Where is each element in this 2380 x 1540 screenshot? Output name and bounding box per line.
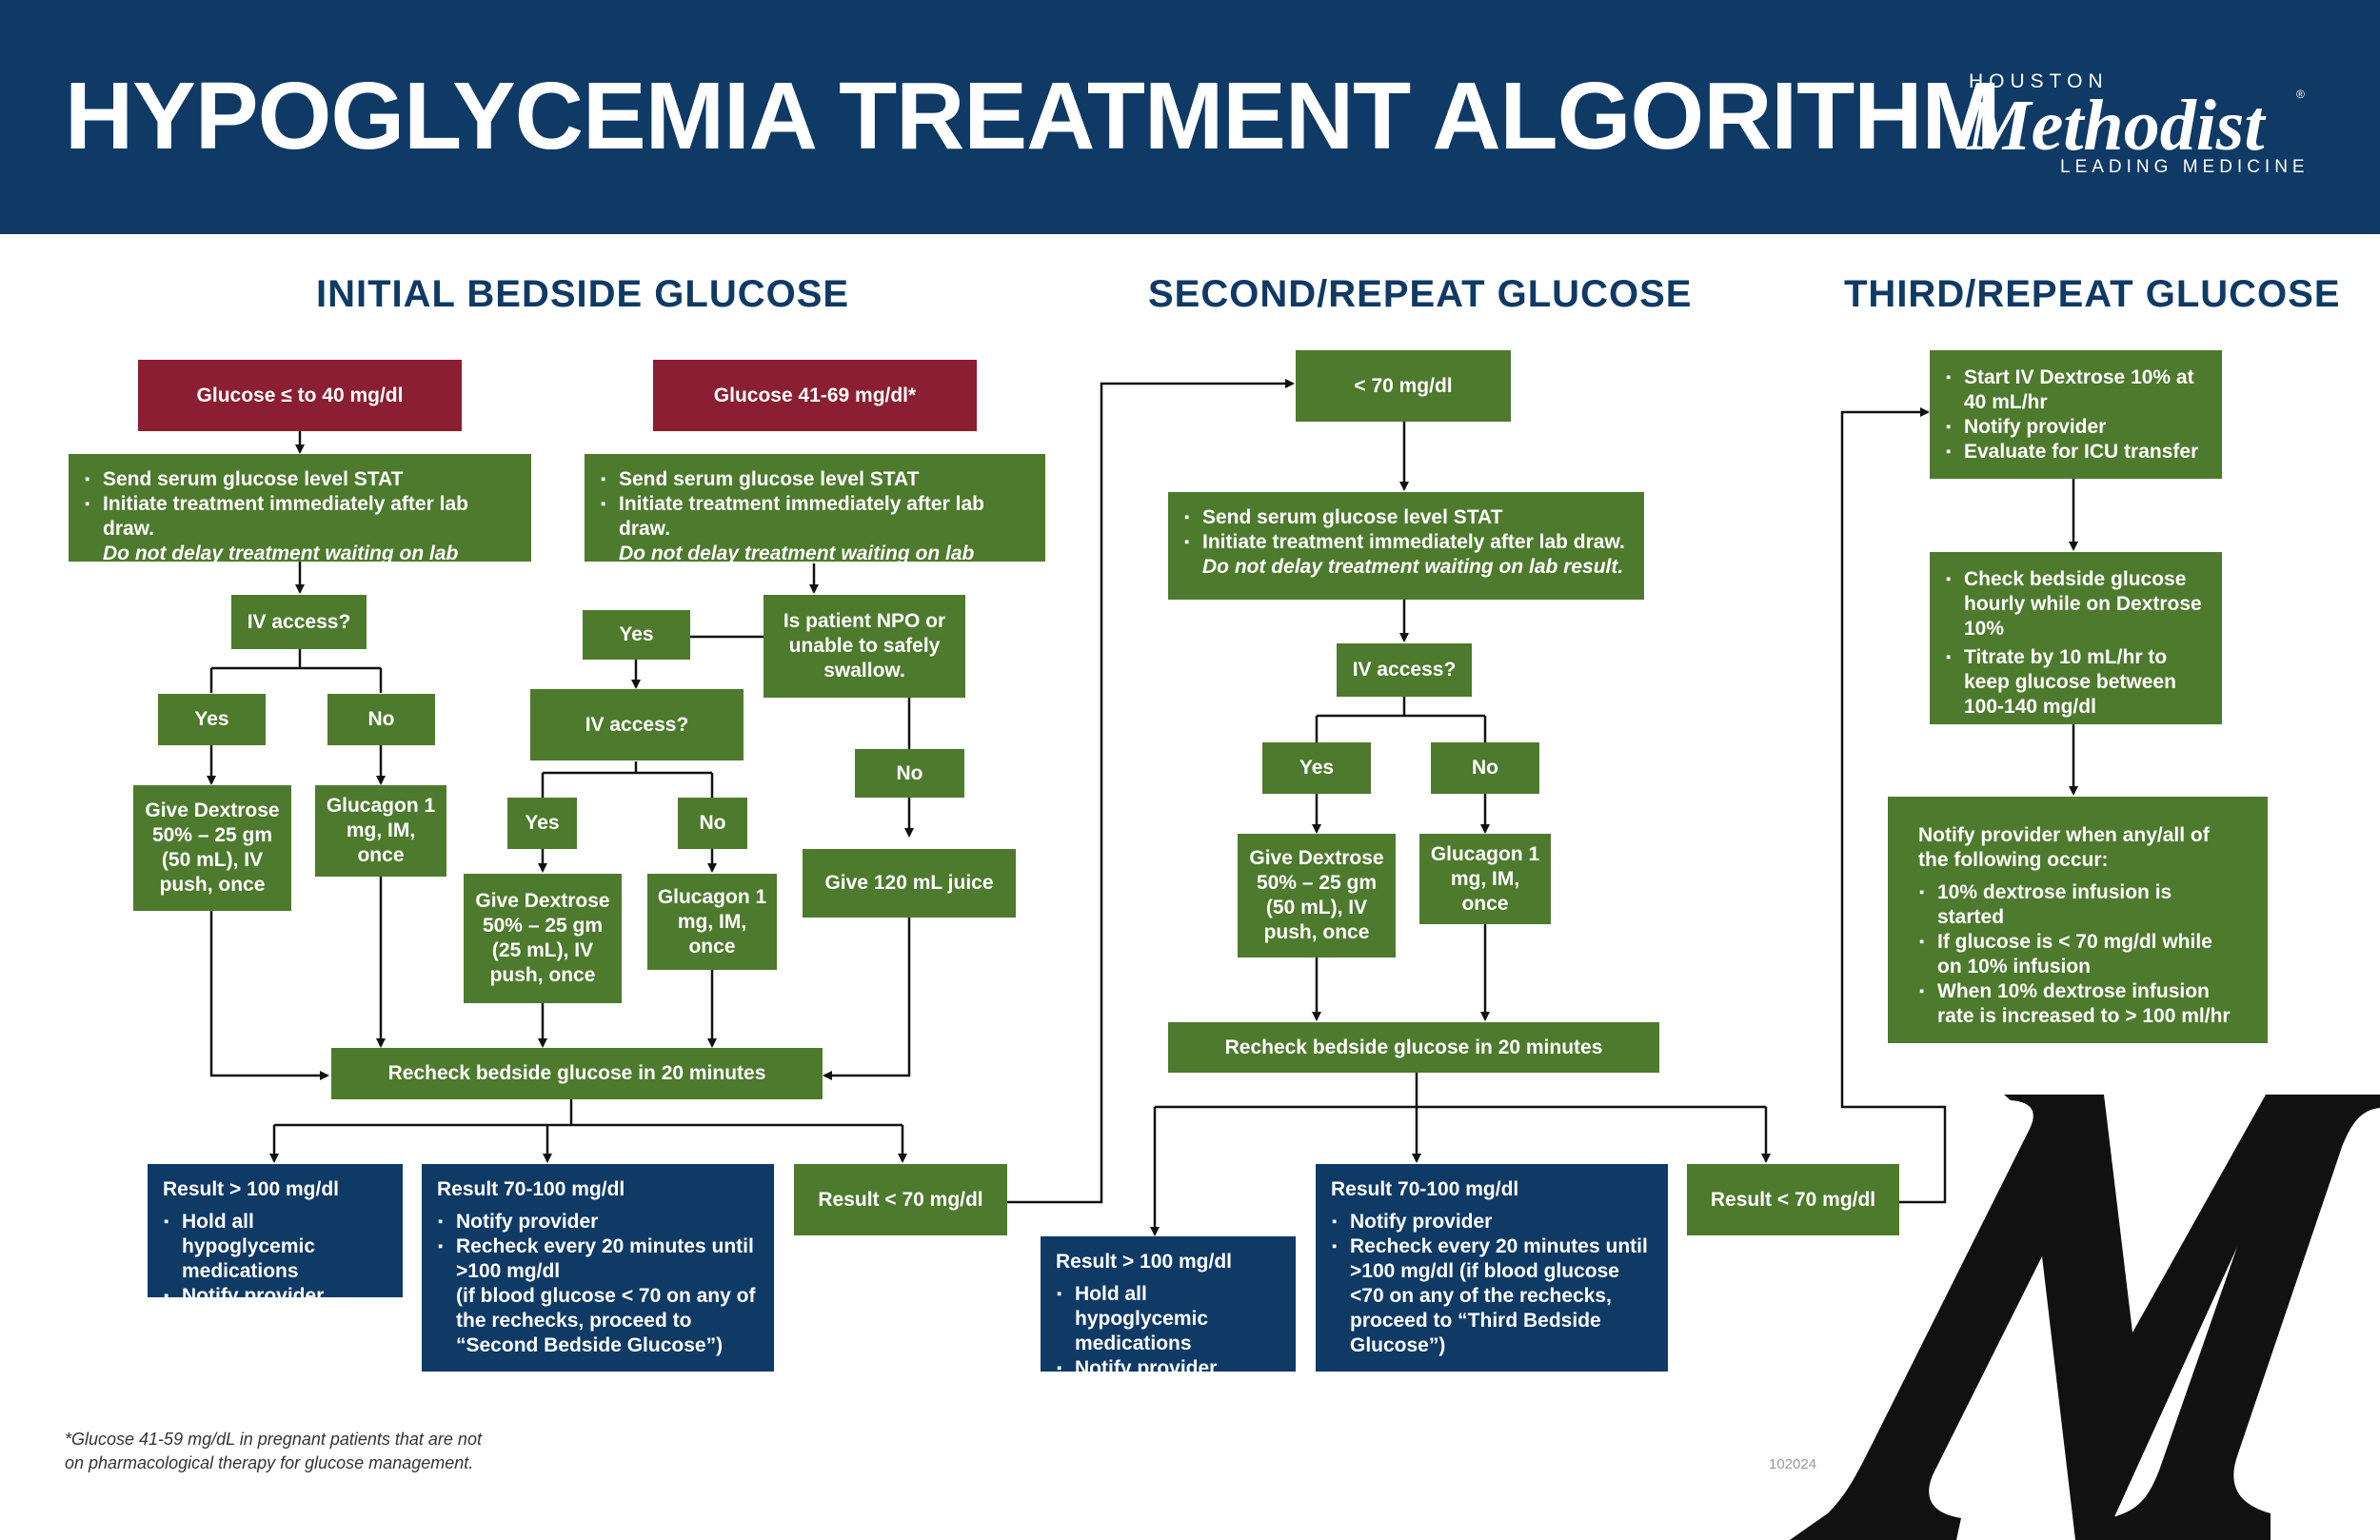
glucagon-box-3: Glucagon 1 mg, IM, once	[1419, 834, 1551, 924]
dextrose-50ml-box: Give Dextrose 50% – 25 gm (50 mL), IV pu…	[133, 785, 291, 911]
header-banner	[0, 0, 2380, 234]
iv-access-question-3: IV access?	[1337, 643, 1472, 697]
connector	[823, 918, 911, 1080]
glucose-40-box: Glucose ≤ to 40 mg/dl	[138, 360, 462, 431]
footnote-line: *Glucose 41-59 mg/dL in pregnant patient…	[65, 1430, 482, 1449]
stat-note: Do not delay treatment waiting on lab re…	[103, 543, 459, 589]
third-item: 10% dextrose infusion is started	[1919, 880, 2239, 930]
stat-lab-box-1: Send serum glucose level STAT Initiate t…	[69, 454, 531, 589]
result-item: Notify provider	[164, 1284, 387, 1309]
result-under-70-box-initial: Result < 70 mg/dl	[794, 1164, 1007, 1235]
glucagon-box-1: Glucagon 1 mg, IM, once	[315, 785, 446, 877]
result-note: (if blood glucose < 70 on any of the rec…	[456, 1285, 756, 1356]
section-title-initial: INITIAL BEDSIDE GLUCOSE	[316, 273, 850, 315]
section-title-third: THIRD/REPEAT GLUCOSE	[1844, 273, 2341, 315]
dextrose-50ml-box-2: Give Dextrose 50% – 25 gm (50 mL), IV pu…	[1238, 834, 1396, 958]
stat-item: Send serum glucose level STAT	[601, 467, 1030, 492]
glucose-41-69-box: Glucose 41-69 mg/dl*	[653, 360, 977, 431]
result-70-100-box-initial: Result 70-100 mg/dl Notify provider Rech…	[422, 1164, 774, 1372]
third-item: Titrate by 10 mL/hr to keep glucose betw…	[1946, 645, 2207, 720]
stat-item: Initiate treatment immediately after lab…	[85, 492, 516, 542]
document-code: 102024	[1769, 1456, 1817, 1472]
footnote-line: on pharmacological therapy for glucose m…	[65, 1453, 474, 1472]
no-label-1: No	[327, 694, 435, 745]
stat-lab-box-2: Send serum glucose level STAT Initiate t…	[585, 454, 1045, 589]
result-heading: Result > 100 mg/dl	[163, 1178, 339, 1200]
yes-label-2: Yes	[507, 798, 577, 849]
logo-houston-text: HOUSTON	[1969, 70, 2109, 92]
third-item: If glucose is < 70 mg/dl while on 10% in…	[1919, 930, 2239, 979]
yes-label-3: Yes	[1262, 742, 1371, 794]
result-over-100-box-second: Result > 100 mg/dl Hold all hypoglycemic…	[1041, 1236, 1296, 1381]
glucagon-box-2: Glucagon 1 mg, IM, once	[647, 874, 777, 970]
recheck-box-initial: Recheck bedside glucose in 20 minutes	[331, 1048, 823, 1099]
result-heading: Result 70-100 mg/dl	[1331, 1178, 1519, 1200]
third-item: Notify provider	[1946, 415, 2207, 440]
third-item: Check bedside glucose hourly while on De…	[1946, 567, 2207, 642]
result-item: Hold all hypoglycemic medications	[1057, 1282, 1280, 1356]
connector	[209, 911, 329, 1080]
stat-item: Initiate treatment immediately after lab…	[601, 492, 1030, 542]
stat-item: Initiate treatment immediately after lab…	[1184, 530, 1629, 555]
iv-access-question-2: IV access?	[530, 689, 744, 760]
stat-note: Do not delay treatment waiting on lab re…	[619, 543, 975, 589]
yes-label-1: Yes	[158, 694, 266, 745]
yes-npo-label: Yes	[583, 610, 690, 660]
stat-item: Send serum glucose level STAT	[85, 467, 516, 492]
start-iv-dextrose-box: Start IV Dextrose 10% at 40 mL/hr Notify…	[1930, 350, 2222, 479]
npo-question: Is patient NPO or unable to safely swall…	[764, 595, 965, 698]
logo-methodist-text: Methodist	[1967, 86, 2265, 166]
stat-note: Do not delay treatment waiting on lab re…	[1202, 556, 1624, 578]
result-heading: Result > 100 mg/dl	[1056, 1251, 1232, 1273]
result-item: Notify provider	[438, 1210, 759, 1234]
iv-access-question-1: IV access?	[231, 595, 367, 649]
third-item: Start IV Dextrose 10% at 40 mL/hr	[1946, 365, 2207, 415]
result-item: Hold all hypoglycemic medications	[164, 1210, 387, 1284]
result-heading: Result 70-100 mg/dl	[437, 1178, 625, 1200]
result-item: Notify provider	[1332, 1210, 1653, 1234]
result-over-100-box-initial: Result > 100 mg/dl Hold all hypoglycemic…	[148, 1164, 403, 1309]
result-item: Recheck every 20 minutes until >100 mg/d…	[1332, 1234, 1653, 1358]
recheck-box-second: Recheck bedside glucose in 20 minutes	[1168, 1022, 1659, 1073]
stat-item: Send serum glucose level STAT	[1184, 505, 1629, 530]
footnote: *Glucose 41-59 mg/dL in pregnant patient…	[65, 1428, 482, 1475]
methodist-m-logo-mark	[1790, 1095, 2380, 1540]
result-item: Notify provider	[1057, 1356, 1280, 1381]
section-title-second: SECOND/REPEAT GLUCOSE	[1148, 273, 1693, 315]
third-item: Evaluate for ICU transfer	[1946, 440, 2207, 464]
no-npo-label: No	[855, 749, 964, 798]
stat-lab-box-3: Send serum glucose level STAT Initiate t…	[1168, 492, 1644, 600]
no-label-2: No	[678, 798, 747, 849]
page-title: HYPOGLYCEMIA TREATMENT ALGORITHM	[65, 63, 2001, 169]
result-70-100-box-second: Result 70-100 mg/dl Notify provider Rech…	[1316, 1164, 1668, 1372]
no-label-3: No	[1431, 742, 1539, 794]
result-item: Recheck every 20 minutes until >100 mg/d…	[438, 1234, 759, 1284]
check-glucose-box: Check bedside glucose hourly while on De…	[1930, 552, 2222, 724]
dextrose-25ml-box: Give Dextrose 50% – 25 gm (25 mL), IV pu…	[464, 874, 622, 1003]
juice-box: Give 120 mL juice	[803, 849, 1016, 918]
notify-heading: Notify provider when any/all of the foll…	[1918, 824, 2210, 871]
logo-tagline: LEADING MEDICINE	[2060, 157, 2310, 177]
result-under-70-box-second: Result < 70 mg/dl	[1687, 1164, 1899, 1235]
connector	[1840, 407, 1947, 1204]
notify-provider-box: Notify provider when any/all of the foll…	[1888, 797, 2268, 1043]
logo-registered-mark: ®	[2296, 88, 2305, 101]
third-item: When 10% dextrose infusion rate is incre…	[1919, 979, 2239, 1029]
connector	[1007, 379, 1295, 1204]
lt70-box: < 70 mg/dl	[1296, 350, 1511, 422]
